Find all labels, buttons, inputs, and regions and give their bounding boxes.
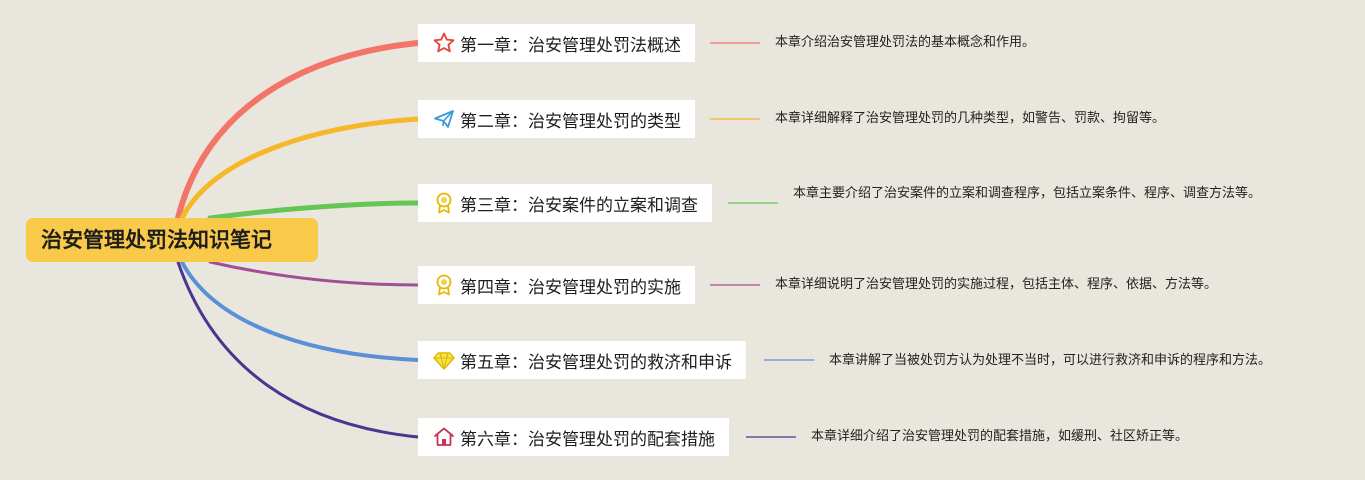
chapter-description: 本章介绍治安管理处罚法的基本概念和作用。 xyxy=(775,35,1036,50)
chapter-node-3[interactable]: 第三章：治安案件的立案和调查 xyxy=(418,184,712,222)
diamond-icon xyxy=(432,348,456,372)
branch-line-chapter-5 xyxy=(180,260,420,362)
home-icon xyxy=(432,425,456,449)
chapter-description: 本章讲解了当被处罚方认为处理不当时，可以进行救济和申诉的程序和方法。 xyxy=(829,353,1272,368)
chapter-title: 第二章：治安管理处罚的类型 xyxy=(460,111,681,132)
star-icon xyxy=(432,31,456,55)
chapter-title: 第四章：治安管理处罚的实施 xyxy=(460,277,681,298)
branch-line-chapter-1 xyxy=(175,40,421,221)
chapter-title: 第三章：治安案件的立案和调查 xyxy=(460,195,698,216)
root-topic[interactable]: 治安管理处罚法知识笔记 xyxy=(26,218,318,262)
branch-line-chapter-4 xyxy=(208,260,420,287)
chapter-description: 本章详细说明了治安管理处罚的实施过程，包括主体、程序、依据、方法等。 xyxy=(775,277,1218,292)
chapter-node-1[interactable]: 第一章：治安管理处罚法概述 xyxy=(418,24,695,62)
award-ribbon-icon xyxy=(432,273,456,297)
chapter-description: 本章详细解释了治安管理处罚的几种类型，如警告、罚款、拘留等。 xyxy=(775,111,1166,126)
chapter-title: 第六章：治安管理处罚的配套措施 xyxy=(460,429,715,450)
chapter-node-2[interactable]: 第二章：治安管理处罚的类型 xyxy=(418,100,695,138)
chapter-node-5[interactable]: 第五章：治安管理处罚的救济和申诉 xyxy=(418,341,746,379)
branch-line-chapter-6 xyxy=(176,260,420,439)
chapter-title: 第五章：治安管理处罚的救济和申诉 xyxy=(460,352,732,373)
branch-line-chapter-3 xyxy=(207,200,421,221)
award-ribbon-icon xyxy=(432,191,456,215)
chapter-description: 本章主要介绍了治安案件的立案和调查程序，包括立案条件、程序、调查方法等。 xyxy=(793,186,1262,201)
chapter-title: 第一章：治安管理处罚法概述 xyxy=(460,35,681,56)
paper-plane-icon xyxy=(432,107,456,131)
chapter-node-4[interactable]: 第四章：治安管理处罚的实施 xyxy=(418,266,695,304)
chapter-description: 本章详细介绍了治安管理处罚的配套措施，如缓刑、社区矫正等。 xyxy=(811,429,1189,444)
chapter-node-6[interactable]: 第六章：治安管理处罚的配套措施 xyxy=(418,418,729,456)
branch-line-chapter-2 xyxy=(179,116,421,221)
